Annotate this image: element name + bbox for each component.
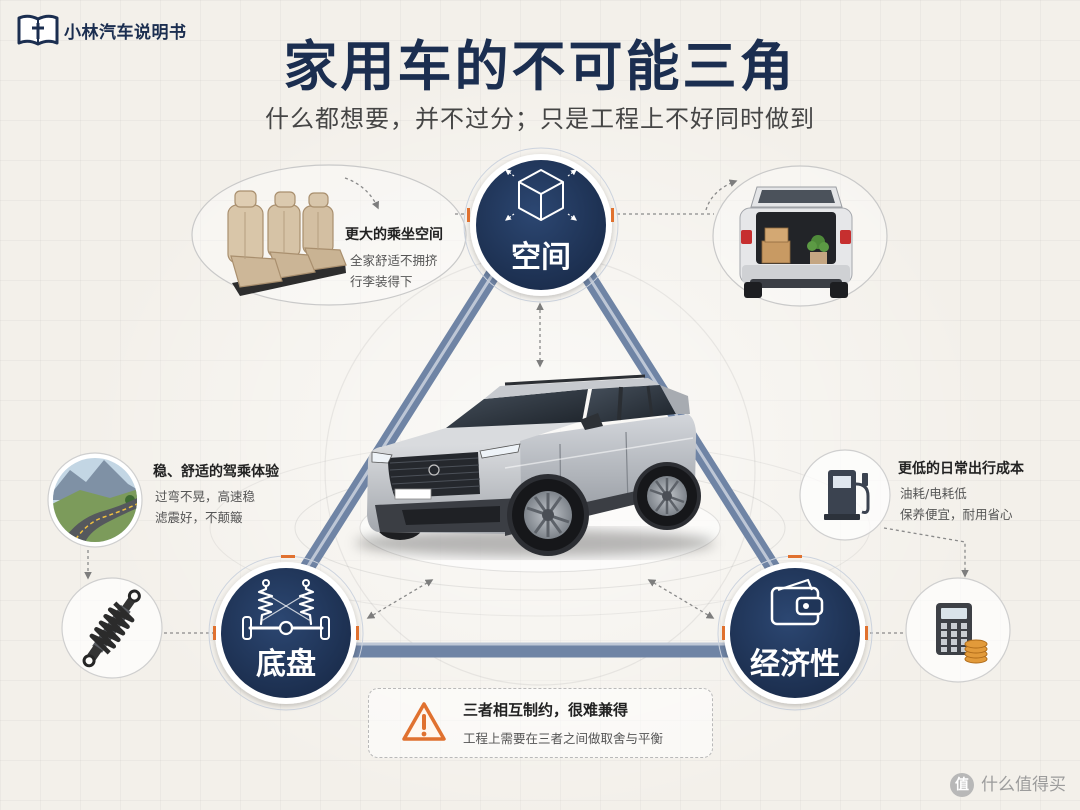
brand-name: 小林汽车说明书 [64,23,187,43]
economy-callout-line: 保养便宜，耐用省心 [900,507,1013,522]
seats-image [227,190,347,296]
node-chassis [208,555,364,711]
node-label-space: 空间 [511,240,571,275]
chassis-callout-line: 过弯不晃，高速稳 [155,489,256,504]
fuel-pump-image [824,470,870,520]
page-subtitle: 什么都想要，并不过分；只是工程上不好同时做到 [265,105,815,133]
space-callout-line: 行李装得下 [350,274,413,289]
space-callout-line: 全家舒适不拥挤 [350,253,438,268]
node-economy [717,555,873,711]
shock-absorber-image [82,589,141,668]
wallet-icon [770,578,824,626]
warning-icon [402,702,446,741]
watermark-badge: 值 [950,773,974,797]
front-wheel [507,474,589,556]
economy-callout-line: 油耗/电耗低 [900,486,967,501]
road-image [53,458,137,542]
cube-icon [505,169,577,221]
suspension-icon [242,579,330,640]
economy-callout-heading: 更低的日常出行成本 [898,461,1024,477]
note-detail: 工程上需要在三者之间做取舍与平衡 [463,731,664,746]
node-space [463,147,619,303]
watermark-text: 什么值得买 [981,775,1066,795]
chassis-callout-line: 滤震好，不颠簸 [155,510,243,525]
note-heading: 三者相互制约，很难兼得 [463,701,629,719]
chassis-callout-heading: 稳、舒适的驾乘体验 [153,464,279,480]
suv-image [355,374,715,557]
suv-trunk-image [739,186,853,298]
book-icon [17,14,59,46]
rear-wheel [633,462,701,530]
space-callout-heading: 更大的乘坐空间 [345,227,443,243]
calculator-coins-image [936,603,988,664]
page-title: 家用车的不可能三角 [283,35,797,98]
node-label-economy: 经济性 [750,647,840,682]
node-label-chassis: 底盘 [256,647,316,682]
connectors [84,177,969,634]
